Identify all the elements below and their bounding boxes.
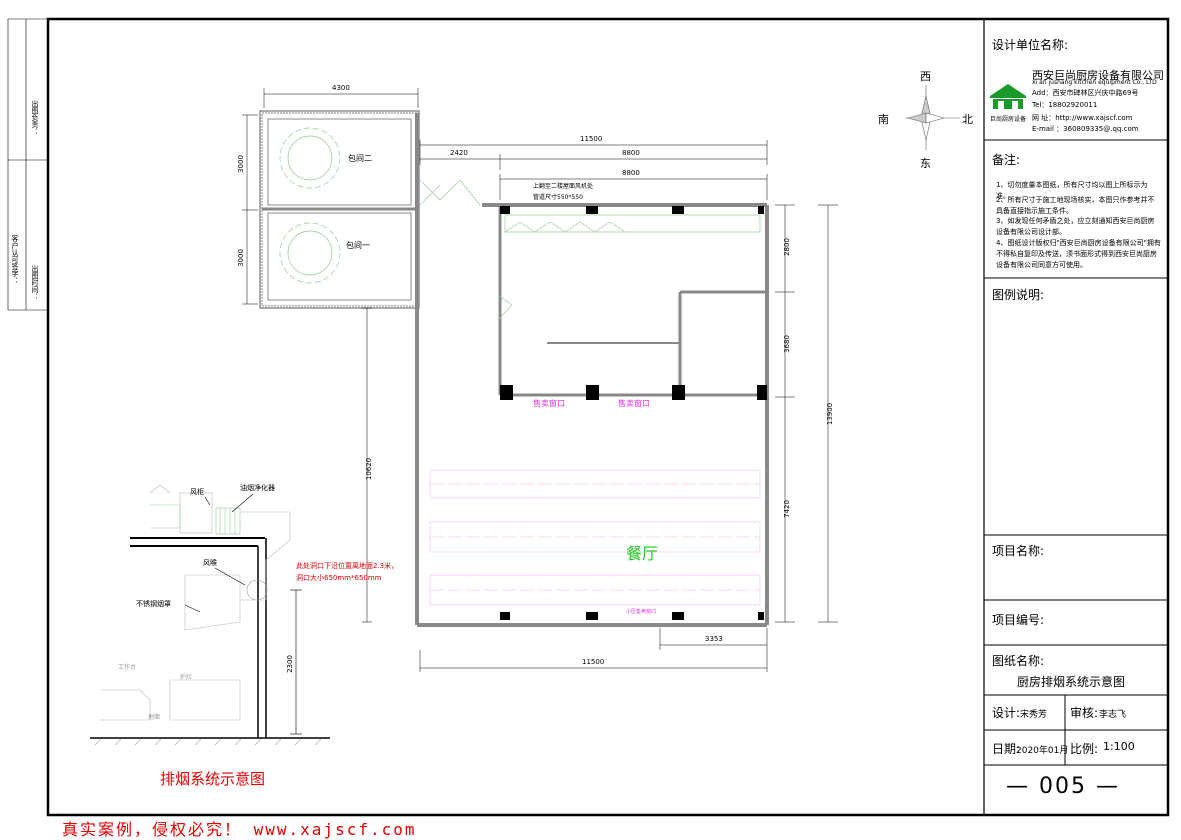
compass-west: 西: [920, 70, 931, 83]
company-name-cn: 西安巨尚厨房设备有限公司: [1032, 69, 1164, 82]
room-private-1: 包间一: [346, 241, 370, 250]
company-web: 网 址：http://www.xajscf.com: [1032, 114, 1133, 122]
watermark: 真实案例，侵权必究！ www.xajscf.com: [62, 820, 417, 839]
reviewer-name: 李志飞: [1099, 710, 1127, 720]
compass: [905, 85, 960, 150]
strip-drawing-time: 出图时间：: [31, 265, 39, 300]
duct-note-1: 上翻至二楼屋面风机处: [533, 183, 594, 190]
dim-7420: 7420: [782, 500, 791, 518]
dim-13900: 13900: [826, 402, 835, 426]
purifier-label: 油烟净化器: [240, 484, 275, 492]
strip-drawing-responsible: 出图负责：: [31, 100, 39, 135]
dim-3000-upper: 3000: [236, 155, 245, 173]
company-name-en: xi an jushang kitchen equipment Co., LTD: [1032, 79, 1157, 86]
fan-cabinet-label: 风柜: [190, 488, 204, 496]
note-1: 1、切勿度量本图纸，所有尺寸均以图上所标示为准。: [996, 181, 1148, 200]
dim-4300: 4300: [332, 84, 350, 92]
company-email: E-mail ：360809335@.qq.com: [1032, 125, 1139, 133]
company-logo: [990, 84, 1026, 109]
room-private-2: 包间二: [348, 154, 372, 163]
duct-label: 风喉: [203, 559, 217, 567]
exhaust-section: [90, 484, 330, 746]
compass-south: 南: [878, 113, 889, 126]
compass-north: 北: [962, 113, 973, 126]
sale-window-1: 售卖窗口: [533, 399, 565, 408]
sheet-border: [46, 17, 1170, 817]
scale-label: 比例:: [1070, 742, 1099, 756]
small-window: 小区售卖窗口: [626, 609, 657, 615]
scale-value: 1:100: [1103, 740, 1135, 753]
title-block: [983, 19, 1168, 815]
dim-10620: 10620: [365, 457, 374, 481]
drawing-name: 厨房排烟系统示意图: [1017, 675, 1126, 689]
dim-2300: 2300: [285, 655, 294, 673]
floor-plan: [259, 110, 769, 627]
dim-2800: 2800: [782, 238, 791, 256]
dim-11500-top: 11500: [580, 135, 603, 143]
floor-label: 地面: [148, 714, 161, 721]
dimension-lines: [242, 88, 838, 672]
hood-label: 不锈钢烟罩: [136, 600, 171, 608]
hole-note-1: 此处洞口下沿位置离地面2.3米，: [296, 562, 399, 570]
dim-3680: 3680: [782, 335, 791, 353]
columns: [500, 206, 767, 620]
dining-tables: [429, 469, 761, 606]
company-tel: Tel：18802920011: [1032, 101, 1098, 109]
stove-label: 炉灶: [180, 674, 193, 681]
drawing-name-label: 图纸名称:: [992, 654, 1045, 668]
dim-2420: 2420: [450, 149, 468, 157]
workbench-label: 工作台: [118, 664, 137, 671]
review-label: 审核:: [1070, 706, 1099, 720]
note-3: 3、如发现任何矛盾之处，应立刻通知西安巨尚厨房设备有限公司设计部。: [996, 217, 1155, 236]
strip-client-signature: 客户认可签字：: [11, 235, 19, 284]
dim-8800-lower: 8800: [622, 169, 640, 177]
dim-3353: 3353: [705, 635, 723, 643]
logo-caption: 巨尚厨房设备: [990, 116, 1027, 123]
note-4: 4、图纸设计版权归"西安巨尚厨房设备有限公司"拥有不得私自复印及传送，须书面形式…: [996, 239, 1161, 269]
dim-11500-bottom: 11500: [582, 658, 605, 666]
hole-note-2: 洞口大小650mm*650mm: [296, 574, 382, 582]
dim-3000-lower: 3000: [236, 249, 245, 267]
design-unit-label: 设计单位名称:: [992, 38, 1069, 52]
exhaust-title: 排烟系统示意图: [160, 770, 266, 788]
notes-label: 备注:: [992, 153, 1021, 167]
designer-name: 宋秀芳: [1020, 710, 1048, 720]
company-address: Add：西安市碑林区兴庆中路69号: [1032, 89, 1139, 97]
project-name-label: 项目名称:: [992, 544, 1045, 558]
dining-hall-label: 餐厅: [626, 544, 659, 563]
design-label: 设计:: [992, 706, 1021, 720]
project-number-label: 项目编号:: [992, 613, 1045, 627]
legend-label: 图例说明:: [992, 288, 1045, 302]
sale-window-2: 售卖窗口: [618, 399, 650, 408]
note-2: 2、所有尺寸于施工地现场核实，本图只作参考并不具备直接指示施工条件。: [996, 196, 1155, 215]
dim-8800-upper: 8800: [622, 149, 640, 157]
compass-east: 东: [920, 157, 931, 170]
date-value: 2020年01月: [1016, 746, 1069, 756]
date-label: 日期:: [992, 742, 1021, 756]
sheet-number: — 005 —: [1006, 774, 1120, 799]
duct-note-2: 管道尺寸550*550: [533, 194, 583, 201]
